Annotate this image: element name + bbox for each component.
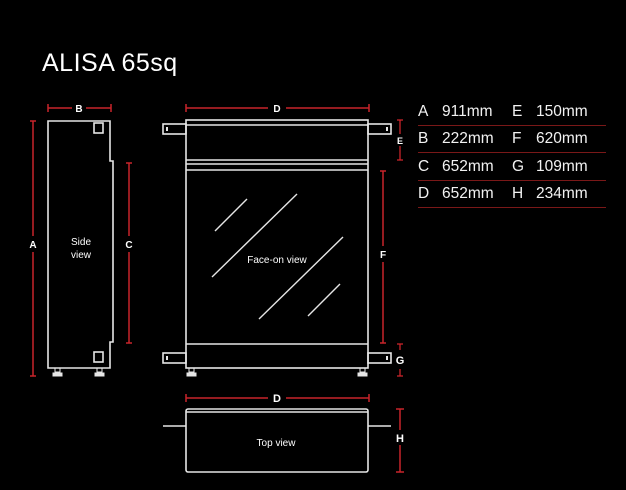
side-view-top-bracket (93, 122, 104, 134)
dimension-a-label: A (29, 240, 36, 251)
spec-a: A 911mm (418, 103, 512, 121)
side-view-bottom-bracket (93, 351, 104, 363)
dimension-e-label: E (397, 136, 403, 146)
spec-b: B 222mm (418, 130, 512, 148)
rail-top-left (162, 123, 187, 135)
dimension-h-label: H (396, 433, 404, 445)
side-view-label-2: view (71, 250, 92, 261)
dimension-b-label: B (75, 104, 82, 115)
spec-key: H (512, 185, 524, 203)
spec-e: E 150mm (512, 103, 606, 121)
side-foot-right (96, 367, 103, 373)
spec-value: 109mm (536, 157, 588, 175)
side-view-label-1: Side (71, 237, 91, 248)
dimension-g (397, 343, 403, 377)
dimension-a (30, 120, 36, 377)
side-foot-left (54, 367, 61, 373)
spec-d: D 652mm (418, 185, 512, 203)
side-view (47, 120, 114, 369)
glass-reflection (211, 193, 344, 320)
spec-value: 652mm (442, 185, 494, 203)
rail-bottom-left (162, 352, 187, 364)
spec-row: C 652mm G 109mm (418, 154, 606, 181)
spec-row: A 911mm E 150mm (418, 99, 606, 126)
dimension-d-top-label: D (273, 104, 280, 115)
dimension-h (396, 408, 404, 473)
dimension-b (47, 104, 112, 112)
side-view-feet (52, 367, 105, 377)
face-on-feet (186, 367, 368, 377)
dimension-c-label: C (125, 240, 132, 251)
spec-key: A (418, 102, 429, 120)
dimension-e (397, 119, 403, 161)
spec-value: 911mm (442, 102, 493, 120)
spec-table: A 911mm E 150mm B 222mm F 620mm C 652mm G 109m… (418, 99, 606, 209)
product-title: ALISA 65sq (42, 49, 178, 77)
spec-key: G (512, 157, 525, 175)
dimension-f-label: F (380, 250, 386, 261)
spec-value: 222mm (442, 130, 494, 148)
top-view-label: Top view (257, 438, 297, 449)
rail-bottom-right (367, 352, 392, 364)
spec-g: G 109mm (512, 158, 606, 176)
face-on-view (162, 119, 392, 369)
dimension-d-bottom (185, 394, 370, 402)
top-view (163, 408, 391, 473)
spec-key: F (512, 130, 522, 148)
dimension-g-label: G (396, 355, 405, 367)
face-on-frame (185, 119, 369, 369)
face-on-view-label: Face-on view (247, 255, 307, 266)
spec-key: C (418, 157, 430, 175)
spec-c: C 652mm (418, 158, 512, 176)
spec-row: D 652mm H 234mm (418, 182, 606, 208)
spec-row: B 222mm F 620mm (418, 127, 606, 153)
dimension-c (126, 162, 132, 344)
spec-key: D (418, 185, 430, 203)
rail-top-right (367, 123, 392, 135)
spec-key: B (418, 130, 429, 148)
spec-h: H 234mm (512, 185, 606, 203)
spec-value: 652mm (442, 157, 494, 175)
spec-value: 234mm (536, 185, 588, 203)
spec-key: E (512, 102, 523, 120)
spec-value: 620mm (536, 130, 588, 148)
spec-value: 150mm (536, 102, 588, 120)
dimension-d-top (185, 104, 370, 112)
dimension-d-bottom-label: D (273, 393, 281, 405)
top-view-outline (185, 408, 369, 473)
spec-f: F 620mm (512, 130, 606, 148)
dimension-f (380, 170, 386, 344)
side-view-outline (47, 120, 114, 369)
